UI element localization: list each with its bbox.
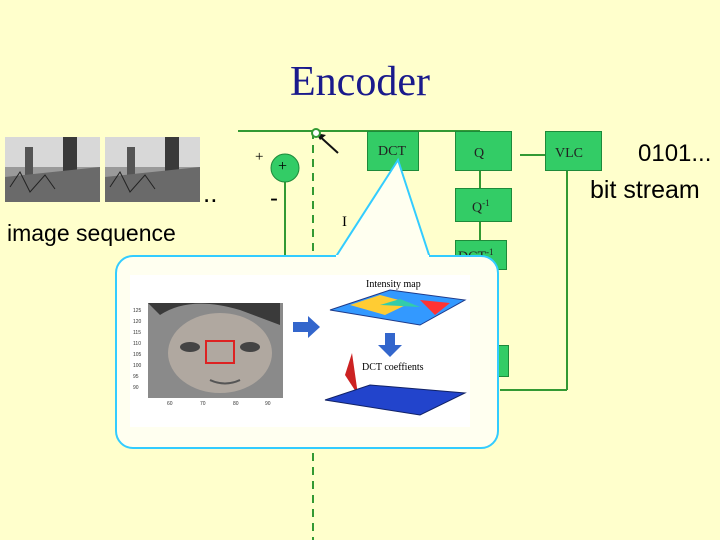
right-arrow-icon <box>293 316 320 338</box>
bit-stream-label: bit stream <box>590 176 700 204</box>
callout-figure: Intensity map DCT coeffients 125 120 115… <box>133 279 467 416</box>
down-arrow-icon <box>378 333 402 357</box>
x-tick: 60 <box>167 401 173 407</box>
x-tick: 90 <box>265 401 271 407</box>
plus-inner-sign: + <box>278 158 288 175</box>
summing-node <box>270 153 300 183</box>
sequence-frame-1 <box>5 137 100 202</box>
y-tick: 120 <box>133 319 142 325</box>
output-bits: 0101... <box>638 140 712 167</box>
minus-sign: - <box>270 185 278 212</box>
dct-peak <box>345 353 358 395</box>
diagram-title: Encoder <box>290 59 430 105</box>
vlc-block <box>545 131 602 171</box>
callout-panel: Intensity map DCT coeffients 125 120 115… <box>130 275 470 427</box>
dct-surface <box>324 384 467 416</box>
y-tick: 105 <box>133 352 142 358</box>
q-inverse-block <box>455 188 512 222</box>
vlc-label: VLC <box>555 146 583 161</box>
y-tick: 90 <box>133 385 139 391</box>
sequence-frame-2 <box>105 137 200 202</box>
x-tick: 70 <box>200 401 206 407</box>
image-sequence-label: image sequence <box>7 220 176 246</box>
idct-sup: -1 <box>486 247 494 257</box>
q-label: Q <box>474 146 485 161</box>
plus-outer-sign: + <box>255 149 264 165</box>
roi-box <box>205 340 235 364</box>
q-inverse-text: Q <box>472 200 483 216</box>
y-tick: 100 <box>133 363 142 369</box>
y-tick: 110 <box>133 341 141 347</box>
intensity-title: Intensity map <box>366 279 421 290</box>
partial-label: I <box>342 214 347 230</box>
sequence-frame-2-image <box>105 137 200 202</box>
sequence-frame-1-image <box>5 137 100 202</box>
q-block <box>455 131 512 171</box>
dct-block <box>367 131 419 171</box>
dct-coeff-title: DCT coeffients <box>362 362 424 373</box>
y-tick: 125 <box>133 308 142 314</box>
y-tick: 95 <box>133 374 139 380</box>
q-inverse-label: Q-1 <box>472 198 490 217</box>
x-tick: 80 <box>233 401 239 407</box>
sequence-ellipsis: .. <box>203 178 218 208</box>
q-inverse-sup: -1 <box>482 198 490 208</box>
dct-label: DCT <box>378 144 406 159</box>
y-tick: 115 <box>133 330 141 336</box>
